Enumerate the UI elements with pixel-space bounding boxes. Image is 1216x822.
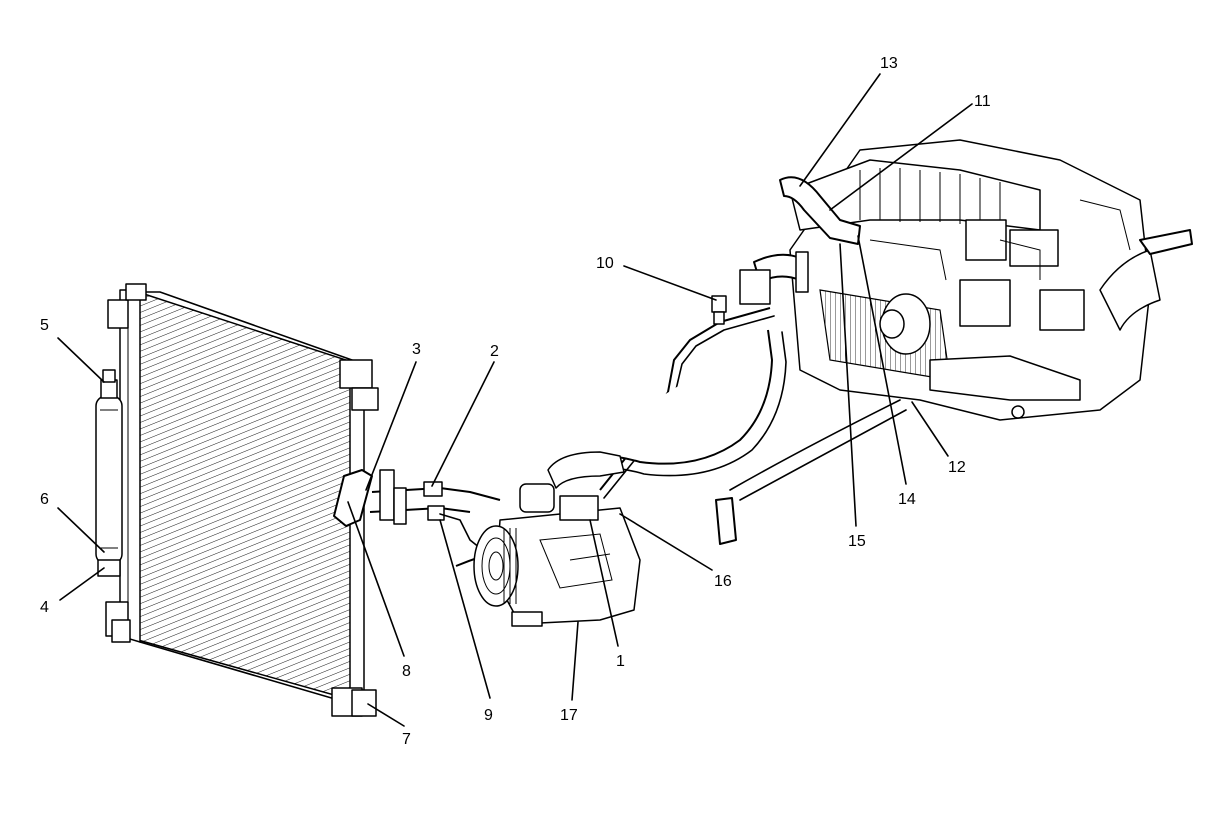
- callout-17: 17: [560, 707, 578, 724]
- callout-14: 14: [898, 491, 916, 508]
- callout-labels: 1 2 3 4 5 6 7 8 9 10 11 12 13 14 15 16 1…: [40, 55, 991, 748]
- callout-13: 13: [880, 55, 898, 72]
- callout-12: 12: [948, 459, 966, 476]
- callout-16: 16: [714, 573, 732, 590]
- callout-6: 6: [40, 491, 49, 508]
- callout-11: 11: [974, 93, 991, 110]
- callout-1: 1: [616, 653, 625, 670]
- hvac-module: [739, 139, 1193, 421]
- callout-7: 7: [402, 731, 411, 748]
- callout-9: 9: [484, 707, 493, 724]
- callout-2: 2: [490, 343, 499, 360]
- compressor: [473, 451, 641, 627]
- leader-lines: [57, 73, 973, 727]
- callout-5: 5: [40, 317, 49, 334]
- callout-10: 10: [596, 255, 614, 272]
- callout-8: 8: [402, 663, 411, 680]
- callout-15: 15: [848, 533, 866, 550]
- callout-4: 4: [40, 599, 49, 616]
- receiver-dryer: [95, 369, 123, 577]
- callout-3: 3: [412, 341, 421, 358]
